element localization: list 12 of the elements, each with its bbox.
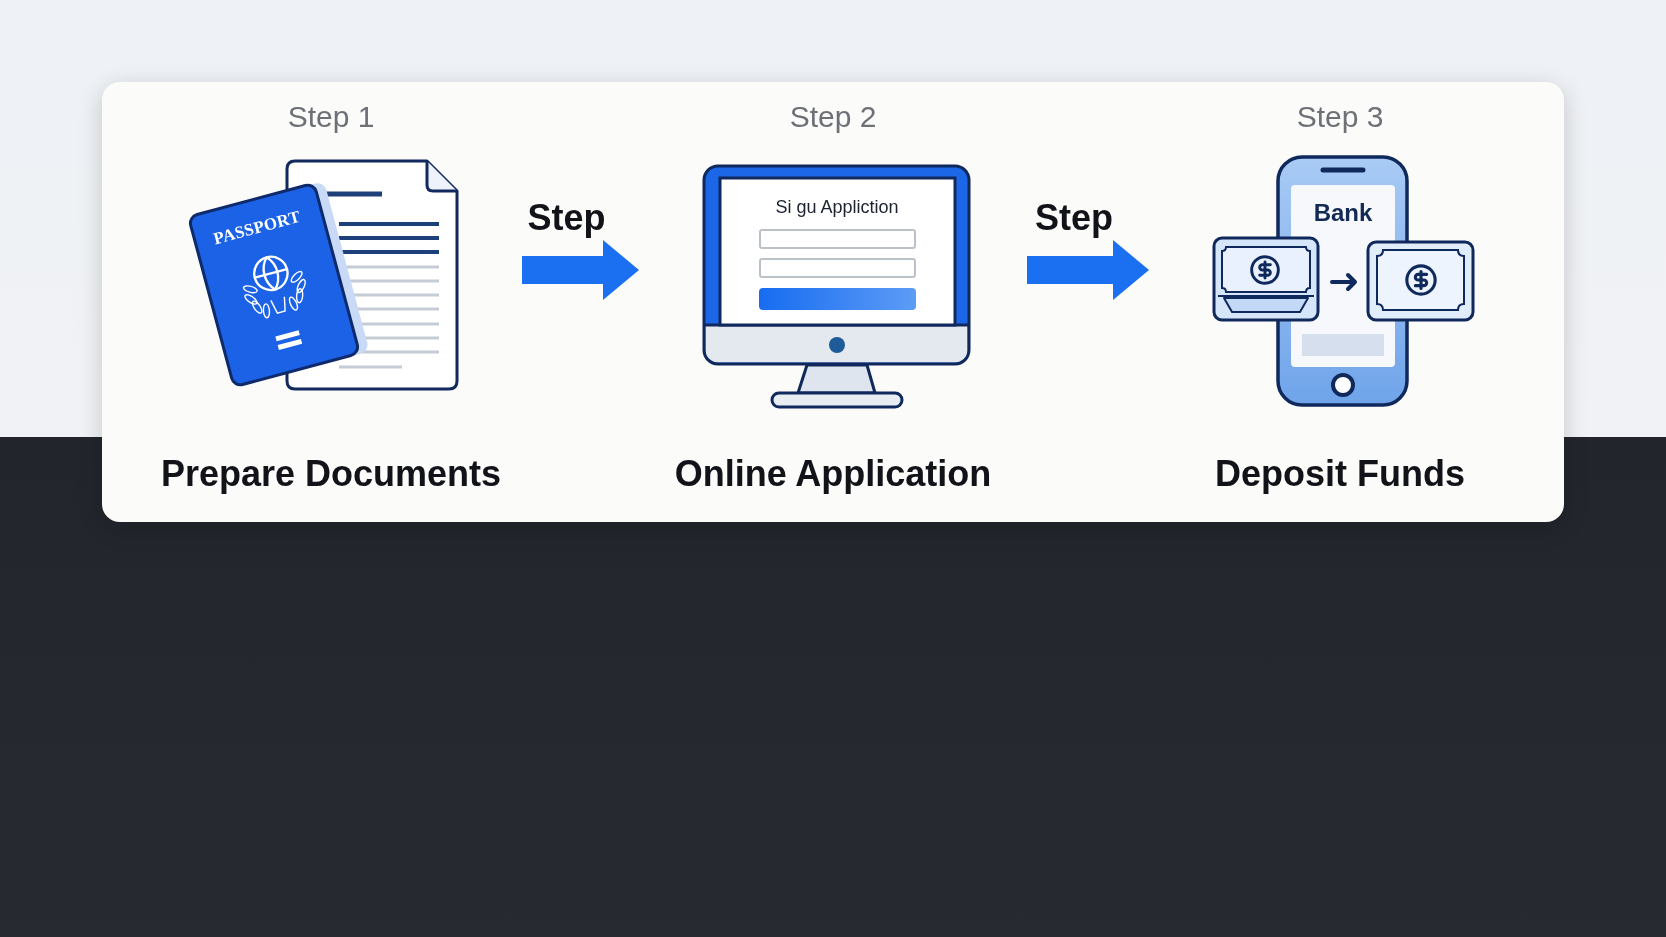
step-heading: Step 1: [287, 99, 375, 135]
step-heading: Step 2: [789, 99, 877, 135]
step-title: Deposit Funds: [1215, 452, 1465, 496]
edge-label: Step: [1035, 196, 1113, 240]
screen-heading: Si gu Appliction: [775, 196, 899, 218]
arrow: [522, 240, 639, 300]
step-title: Online Application: [674, 452, 992, 496]
arrow: [1027, 240, 1149, 300]
app-title: Bank: [1313, 199, 1373, 227]
edge-label: Step: [527, 196, 606, 240]
step-heading: Step 3: [1296, 99, 1384, 135]
step-title: Prepare Documents: [160, 452, 502, 496]
